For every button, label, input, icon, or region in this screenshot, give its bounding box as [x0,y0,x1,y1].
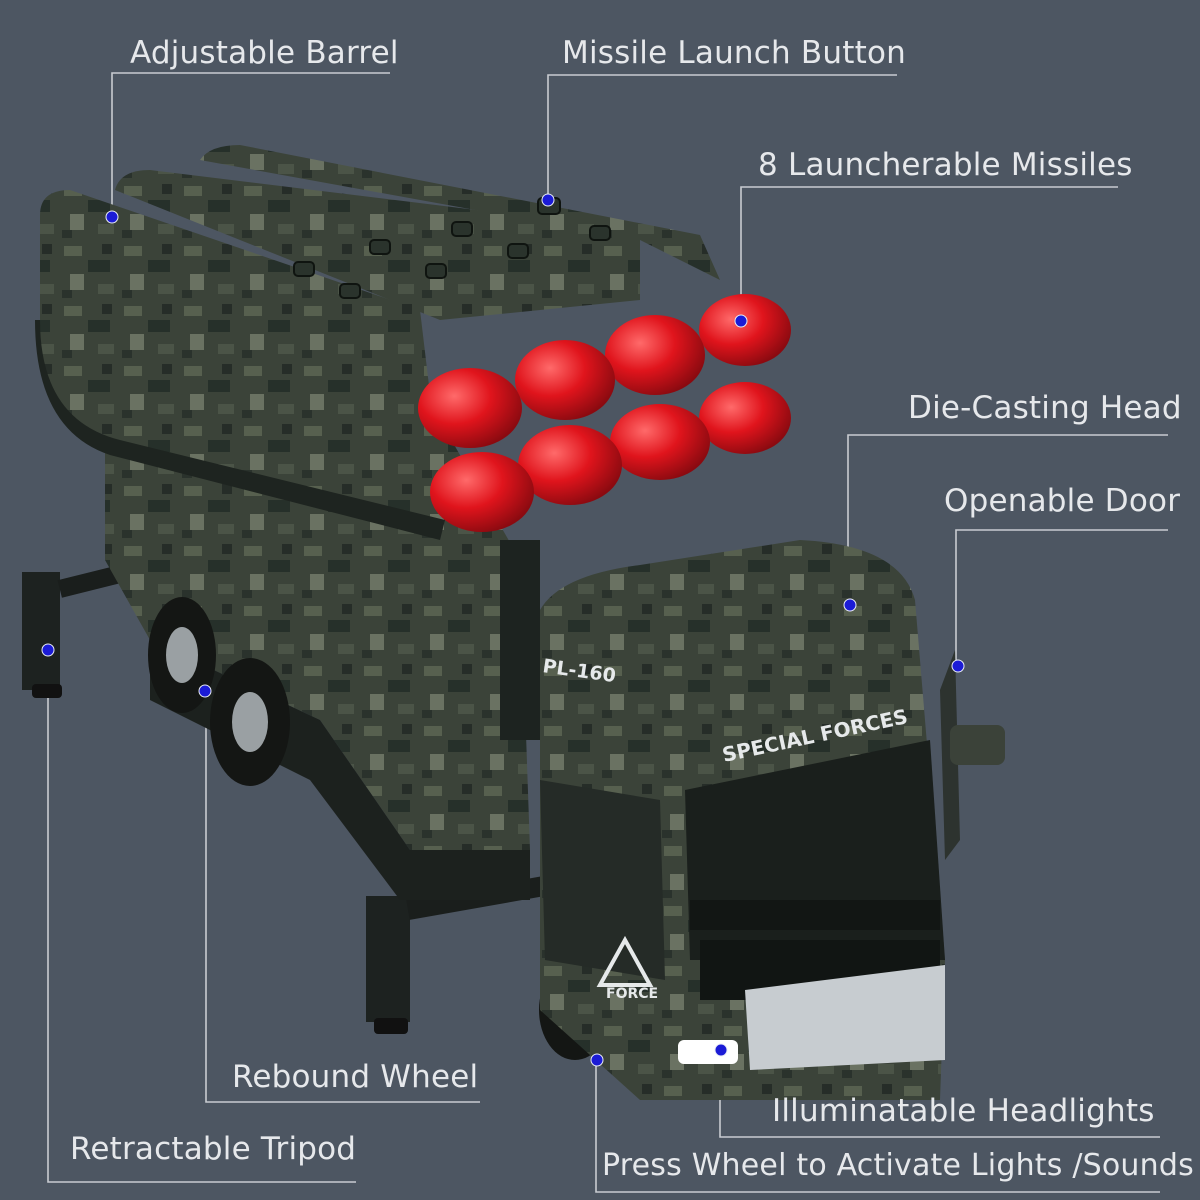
label-retractable-tripod: Retractable Tripod [70,1131,357,1167]
missile-tips [418,294,791,532]
label-press-wheel: Press Wheel to Activate Lights /Sounds [602,1148,1194,1183]
force-logo-icon [596,935,654,987]
label-illuminatable-headlights: Illuminatable Headlights [772,1093,1155,1129]
label-die-casting-head: Die-Casting Head [908,390,1182,426]
label-openable-door: Openable Door [944,483,1181,519]
callout-dots [41,193,965,1067]
label-adjustable-barrel: Adjustable Barrel [130,35,399,71]
missile-launcher [35,145,791,540]
truck-cab [540,540,1005,1100]
label-rebound-wheel: Rebound Wheel [232,1059,479,1095]
label-missile-launch-button: Missile Launch Button [562,35,906,71]
grille-badge-text: FORCE [606,986,658,1002]
label-launchable-missiles: 8 Launcherable Missiles [758,147,1133,183]
leader-lines [47,72,1168,1193]
